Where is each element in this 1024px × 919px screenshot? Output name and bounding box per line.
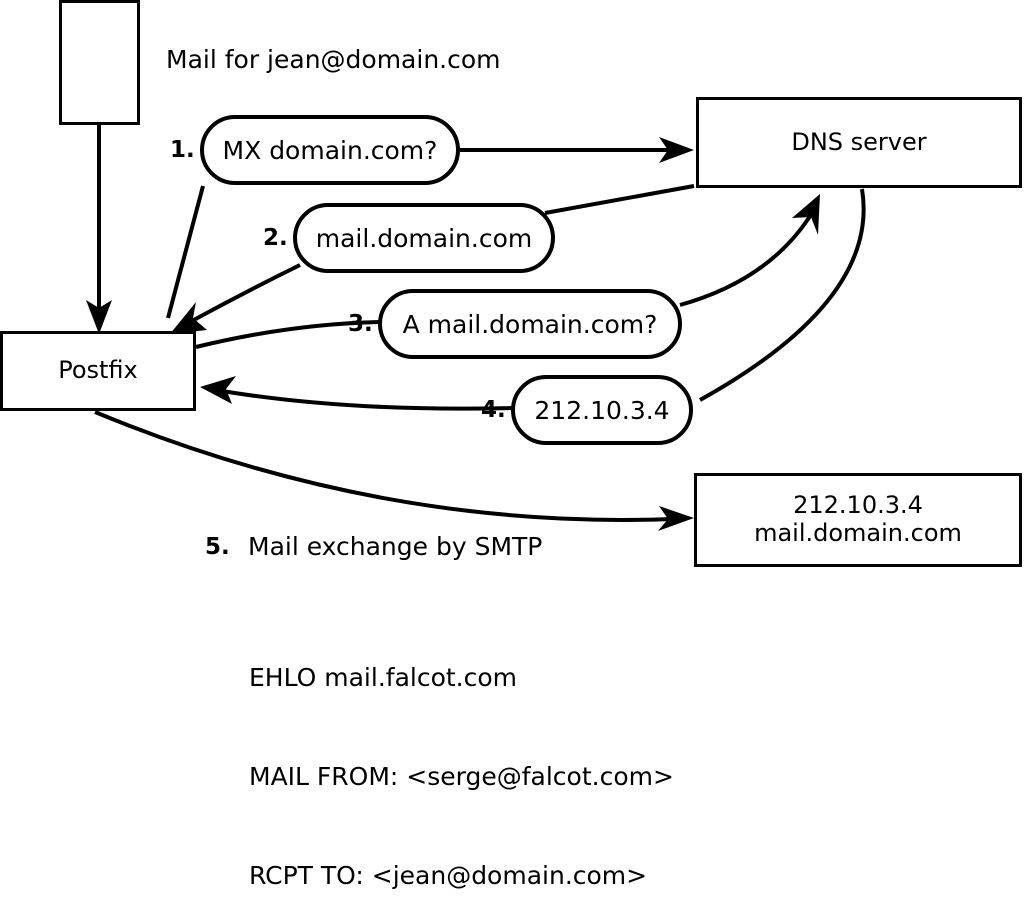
- edge-step4-bubble-to-postfix: [200, 376, 514, 411]
- bubble-step-4-label: 212.10.3.4: [534, 395, 670, 425]
- step-3-number: 3.: [348, 311, 373, 337]
- edge-step4-dns-to-bubble: [699, 188, 866, 402]
- bubble-step-1-label: MX domain.com?: [222, 135, 438, 165]
- edge-sender-to-postfix: [86, 124, 112, 334]
- edge-step2-dns-to-bubble: [544, 184, 695, 215]
- node-target-server: 212.10.3.4 mail.domain.com: [694, 473, 1022, 567]
- node-dns-server: DNS server: [696, 97, 1022, 188]
- smtp-line: MAIL FROM: <serge@falcot.com>: [249, 762, 674, 791]
- edge-step1-bubble-to-dns: [460, 137, 694, 163]
- node-sender-host: [59, 0, 140, 125]
- smtp-transcript: EHLO mail.falcot.com MAIL FROM: <serge@f…: [249, 595, 674, 919]
- edge-step1-postfix-to-bubble: [166, 185, 205, 319]
- bubble-step-4: 212.10.3.4: [511, 375, 693, 445]
- node-dns-server-label: DNS server: [791, 127, 927, 156]
- smtp-line: EHLO mail.falcot.com: [249, 663, 518, 692]
- step-1-number: 1.: [170, 137, 195, 163]
- step-4-number: 4.: [481, 397, 506, 423]
- node-target-server-host: mail.domain.com: [754, 519, 962, 547]
- bubble-step-2-label: mail.domain.com: [315, 223, 533, 253]
- node-target-server-ip: 212.10.3.4: [793, 491, 923, 520]
- bubble-step-1: MX domain.com?: [200, 115, 460, 185]
- edge-step3-postfix-to-bubble: [195, 320, 381, 349]
- node-postfix-label: Postfix: [58, 356, 138, 385]
- step-2-number: 2.: [263, 225, 288, 251]
- mail-for-note: Mail for jean@domain.com: [166, 45, 501, 74]
- edge-step2-bubble-to-postfix: [170, 263, 301, 334]
- bubble-step-2: mail.domain.com: [293, 203, 555, 273]
- node-postfix: Postfix: [0, 331, 196, 411]
- bubble-step-3-label: A mail.domain.com?: [402, 309, 658, 339]
- step-5-label: Mail exchange by SMTP: [248, 532, 543, 561]
- edge-step5-postfix-to-target: [94, 410, 694, 531]
- bubble-step-3: A mail.domain.com?: [378, 289, 682, 359]
- step-5-number: 5.: [205, 534, 230, 560]
- edge-step3-bubble-to-dns: [679, 194, 820, 307]
- smtp-line: RCPT TO: <jean@domain.com>: [249, 861, 648, 890]
